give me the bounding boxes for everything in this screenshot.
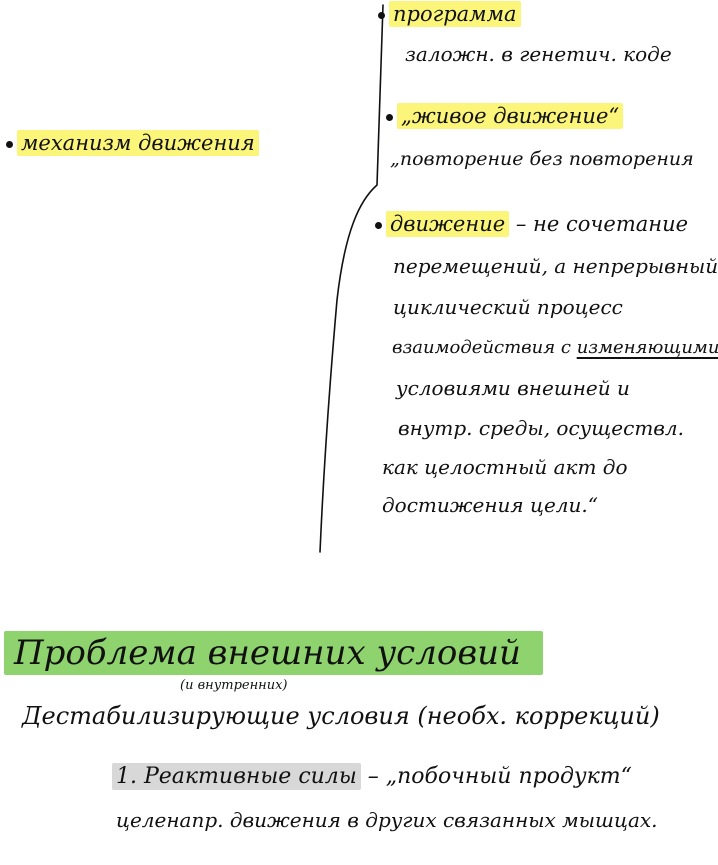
reactive-forces-line-2: целенапр. движения в других связанных мы…: [116, 808, 658, 832]
problem-subtitle: (и внутренних): [180, 678, 288, 693]
living-motion-label: „живое движение“: [397, 103, 624, 129]
mechanism-label: механизм движения: [17, 130, 259, 156]
movement-line-6: как целостный акт до: [382, 455, 628, 479]
bullet-dot-icon: [386, 114, 393, 121]
movement-line-5: внутр. среды, осуществл.: [398, 416, 685, 440]
movement-line-1: перемещений, а непрерывный: [393, 254, 718, 278]
program-item: программа: [378, 1, 521, 27]
movement-dash-text: – не сочетание: [509, 212, 689, 236]
living-motion-item: „живое движение“: [386, 103, 624, 129]
movement-item: движение – не сочетание: [375, 211, 689, 237]
destabilizing-conditions: Дестабилизирующие условия (необх. коррек…: [22, 702, 660, 730]
reactive-forces-rest: – „побочный продукт“: [360, 764, 632, 789]
problem-title: Проблема внешних условий: [4, 631, 543, 675]
problem-title-text: Проблема внешних условий: [4, 631, 543, 675]
movement-label: движение: [386, 211, 510, 237]
bullet-dot-icon: [378, 12, 385, 19]
mechanism-item: механизм движения: [6, 130, 259, 156]
movement-line-3: взаимодействия с изменяющимися: [392, 339, 718, 357]
living-motion-description: „повторение без повторения: [390, 148, 694, 170]
program-label: программа: [389, 1, 521, 27]
bullet-dot-icon: [375, 222, 382, 229]
program-description: заложн. в генетич. коде: [405, 42, 672, 66]
movement-line-7: достижения цели.“: [382, 493, 598, 517]
movement-underlined-word: изменяющимися: [576, 337, 718, 358]
movement-line-2: циклический процесс: [393, 295, 623, 319]
movement-line-3-prefix: взаимодействия с: [392, 337, 577, 358]
reactive-forces-label: 1. Реактивные силы: [112, 763, 361, 790]
bullet-dot-icon: [6, 141, 13, 148]
reactive-forces-line: 1. Реактивные силы – „побочный продукт“: [112, 763, 632, 790]
movement-line-4: условиями внешней и: [396, 376, 630, 400]
